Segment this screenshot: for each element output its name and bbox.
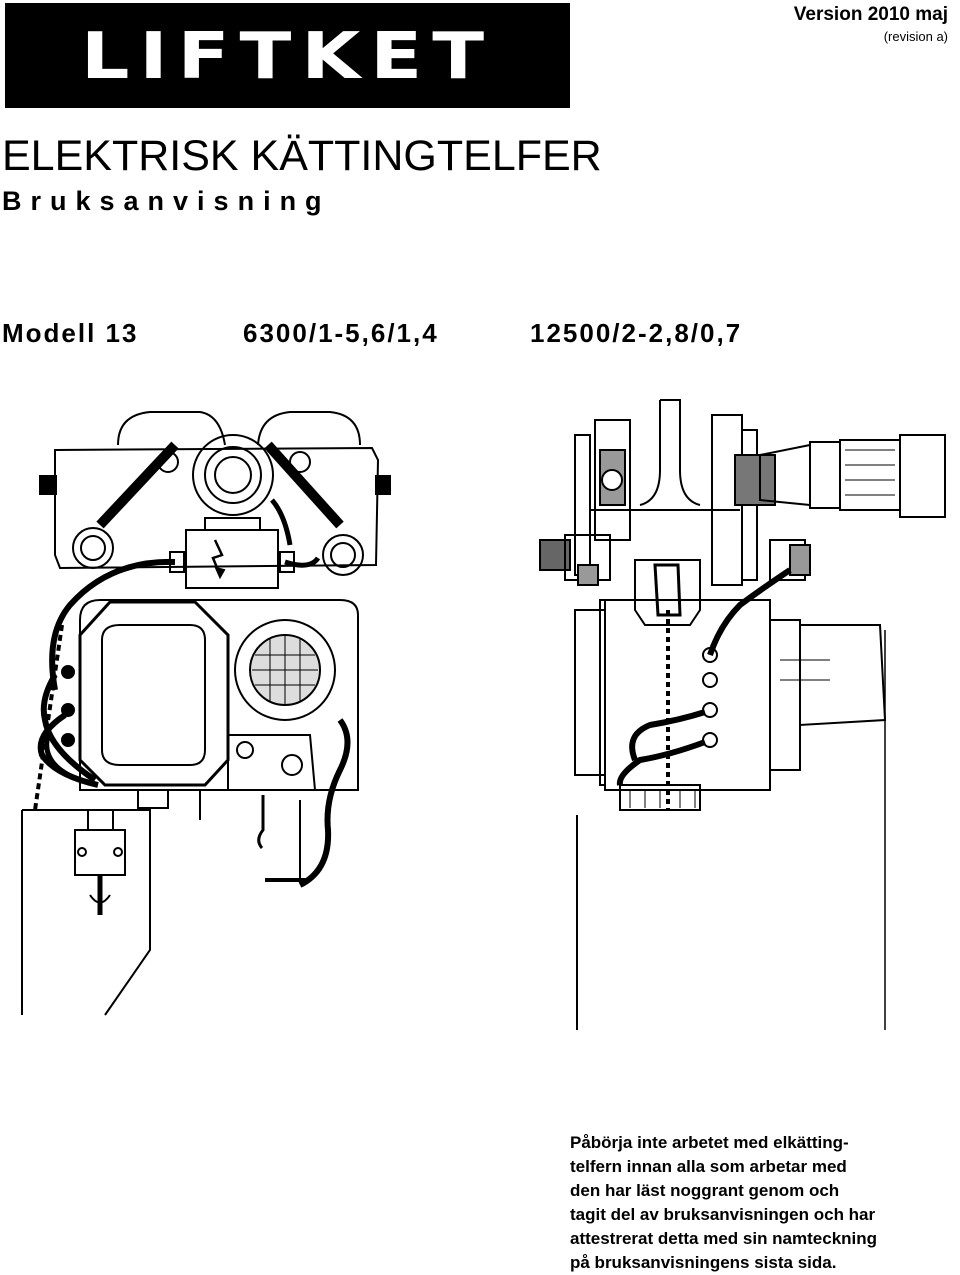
side-view-drawing — [539, 399, 946, 1030]
liftket-logo: LIFTKET — [5, 3, 570, 108]
notice-line: på bruksanvisningens sista sida. — [570, 1253, 837, 1272]
document-subtitle: Bruksanvisning — [2, 186, 331, 216]
model-variant-2: 12500/2-2,8/0,7 — [530, 318, 743, 348]
model-label: Modell 13 — [2, 318, 139, 348]
notice-line: tagit del av bruksanvisningen och har — [570, 1205, 876, 1224]
front-view-drawing — [21, 411, 391, 1016]
version-label: Version 2010 maj — [793, 4, 948, 25]
revision-label: (revision a) — [883, 29, 948, 44]
document-title: ELEKTRISK KÄTTINGTELFER — [2, 132, 602, 180]
safety-notice: Påbörja inte arbetet med elkätting- telf… — [570, 1131, 938, 1275]
notice-line: attestrerat detta med sin namteckning — [570, 1229, 878, 1248]
notice-line: telfern innan alla som arbetar med — [570, 1157, 847, 1176]
hoist-technical-drawing — [21, 399, 946, 1030]
logo-wordmark: LIFTKET — [80, 17, 495, 93]
model-variant-1: 6300/1-5,6/1,4 — [243, 318, 439, 348]
notice-line: Påbörja inte arbetet med elkätting- — [570, 1133, 849, 1152]
notice-line: den har läst noggrant genom och — [570, 1181, 840, 1200]
version-block: Version 2010 maj (revision a) — [794, 4, 948, 44]
